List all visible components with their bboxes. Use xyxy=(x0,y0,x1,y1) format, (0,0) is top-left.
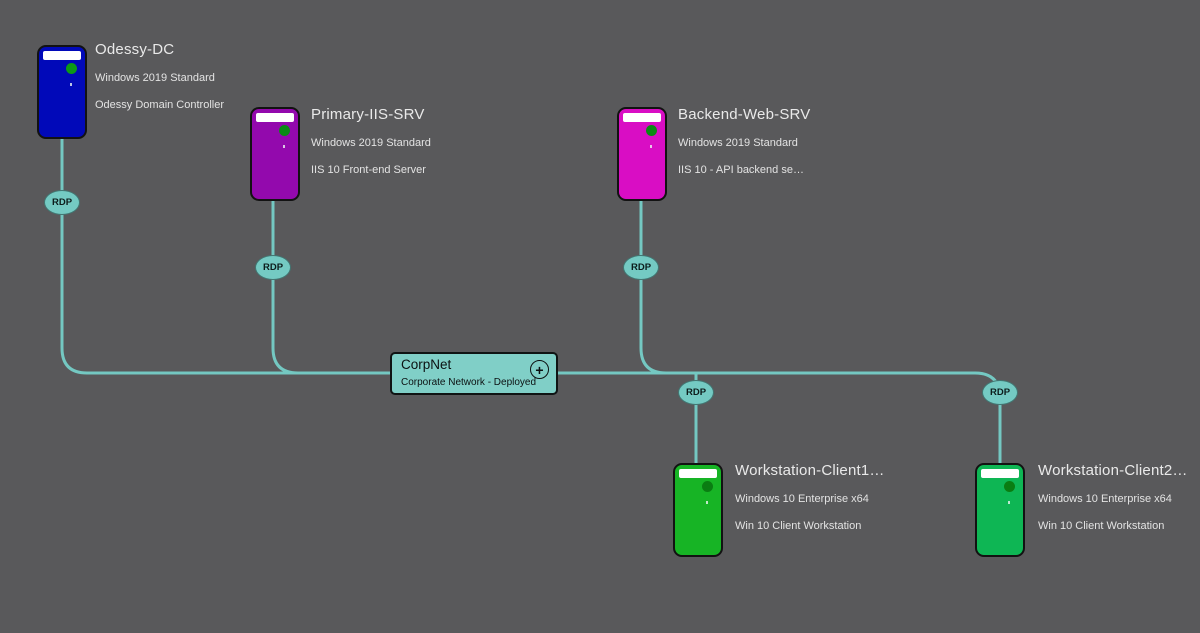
edge-label-rdp-backend[interactable]: RDP xyxy=(623,255,659,280)
edge-label-rdp-client1[interactable]: RDP xyxy=(678,380,714,405)
node-title: Odessy-DC xyxy=(95,41,175,58)
node-title: Primary-IIS-SRV xyxy=(311,106,425,123)
server-panel-bar xyxy=(256,113,294,122)
node-title: Backend-Web-SRV xyxy=(678,106,811,123)
power-led-icon xyxy=(283,145,285,148)
workstation-icon-client2[interactable] xyxy=(975,463,1025,557)
node-os-label: Windows 10 Enterprise x64 xyxy=(735,493,869,505)
node-role-label: IIS 10 Front-end Server xyxy=(311,164,426,176)
network-box-corpnet[interactable]: CorpNet Corporate Network - Deployed + xyxy=(390,352,558,395)
node-os-label: Windows 2019 Standard xyxy=(678,137,798,149)
node-role-label: Win 10 Client Workstation xyxy=(735,520,862,532)
power-led-icon xyxy=(1008,501,1010,504)
edge-label-rdp-odessy[interactable]: RDP xyxy=(44,190,80,215)
node-role-label: IIS 10 - API backend se… xyxy=(678,164,804,176)
node-os-label: Windows 2019 Standard xyxy=(95,72,215,84)
edge-label-rdp-primary[interactable]: RDP xyxy=(255,255,291,280)
status-dot-icon xyxy=(646,125,657,136)
server-icon-odessy-dc[interactable] xyxy=(37,45,87,139)
workstation-icon-client1[interactable] xyxy=(673,463,723,557)
server-icon-primary-iis[interactable] xyxy=(250,107,300,201)
network-status: Corporate Network - Deployed xyxy=(401,377,537,388)
wire-backend-to-corpnet xyxy=(639,199,668,375)
server-panel-bar xyxy=(981,469,1019,478)
node-os-label: Windows 10 Enterprise x64 xyxy=(1038,493,1172,505)
power-led-icon xyxy=(70,83,72,86)
server-panel-bar xyxy=(679,469,717,478)
node-os-label: Windows 2019 Standard xyxy=(311,137,431,149)
node-title: Workstation-Client2… xyxy=(1038,462,1188,479)
power-led-icon xyxy=(650,145,652,148)
status-dot-icon xyxy=(1004,481,1015,492)
wire-odessy-to-corpnet xyxy=(60,136,392,375)
network-name: CorpNet xyxy=(401,357,452,372)
node-title: Workstation-Client1… xyxy=(735,462,885,479)
power-led-icon xyxy=(706,501,708,504)
status-dot-icon xyxy=(702,481,713,492)
node-role-label: Win 10 Client Workstation xyxy=(1038,520,1165,532)
status-dot-icon xyxy=(279,125,290,136)
edge-label-rdp-client2[interactable]: RDP xyxy=(982,380,1018,405)
wire-corpnet-to-client2 xyxy=(556,371,1002,465)
server-icon-backend-web[interactable] xyxy=(617,107,667,201)
server-panel-bar xyxy=(43,51,81,60)
wire-primary-to-corpnet xyxy=(271,199,300,375)
add-connection-icon[interactable]: + xyxy=(530,360,549,379)
server-panel-bar xyxy=(623,113,661,122)
status-dot-icon xyxy=(66,63,77,74)
node-role-label: Odessy Domain Controller xyxy=(95,99,224,111)
